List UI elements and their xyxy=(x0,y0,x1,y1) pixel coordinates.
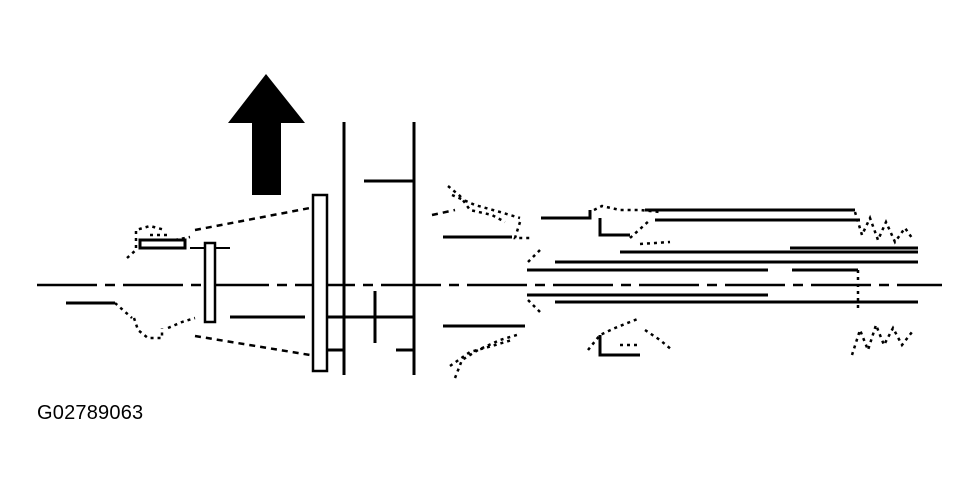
washer-plate xyxy=(311,193,329,373)
spacer-sleeve xyxy=(203,241,217,324)
left-shaft-stub xyxy=(66,301,133,319)
direction-arrow-icon xyxy=(228,74,305,195)
tapered-seal xyxy=(431,185,530,379)
figure-id-label: G02789063 xyxy=(37,402,144,424)
guide-line-upper xyxy=(194,206,311,232)
shaft-assembly xyxy=(527,204,918,357)
guide-line-lower xyxy=(194,334,311,357)
left-fitting xyxy=(126,224,230,340)
